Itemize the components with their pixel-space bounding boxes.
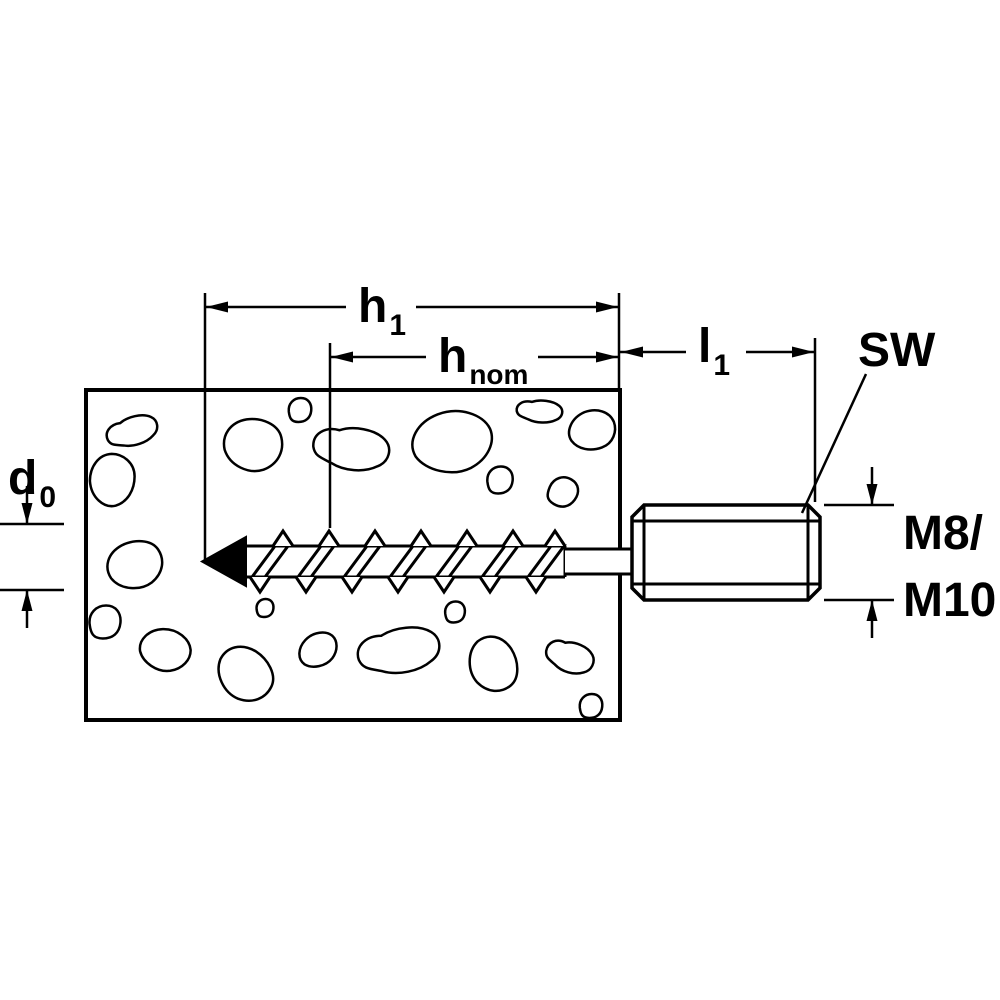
dimension-label-m8: M8/ [903,507,983,560]
thread-crest-top [543,528,567,547]
dimension-label-l1: l1 [698,320,730,382]
thread-crest-top [271,528,295,547]
l1-arrow-right [792,346,814,358]
thread-crest-top [317,528,341,547]
sw-leader-line [800,373,868,514]
thread-crest-top [363,528,387,547]
thread-crest-bottom [386,576,410,595]
right-annotations [800,373,894,638]
m-arrow-bottom [866,600,878,621]
thread-crest-top [501,528,525,547]
aggregate-stone [287,396,313,424]
dimension-label-hnom: hnom [438,330,528,390]
screw-shank-body [565,549,633,574]
dimension-label-m10: M10 [903,574,996,627]
l1-arrow-left [621,346,643,358]
thread-crest-bottom [432,576,456,595]
thread-crest-top [409,528,433,547]
thread-crest-top [455,528,479,547]
thread-crest-bottom [478,576,502,595]
aggregate-stone [88,604,122,640]
dimension-label-sw: SW [858,324,936,377]
m-arrow-top [866,484,878,505]
aggregate-stone [444,600,466,624]
coupling-outline [630,503,822,602]
dimension-label-h1: h1 [358,280,406,342]
dimension-label-d0: d0 [8,452,56,514]
thread-crest-bottom [294,576,318,595]
d0-arrow-top [21,503,33,524]
hnom-arrow-right [596,351,618,363]
h1-arrow-right [596,301,618,313]
aggregate-stone [578,692,604,720]
h1-arrow-left [206,301,228,313]
aggregate-stone [486,465,514,495]
thread-crest-bottom [248,576,272,595]
concrete-screw [199,528,633,595]
thread-crest-bottom [524,576,548,595]
screw-tip [199,535,247,588]
dimension-lines [0,293,817,628]
screw-thread [248,528,567,595]
aggregate-stone [222,417,284,473]
aggregate-stone [255,598,275,618]
hnom-arrow-left [331,351,353,363]
hex-coupling [630,503,822,602]
thread-crest-bottom [340,576,364,595]
d0-arrow-bottom [21,590,33,611]
dimension-labels: d0 h1 hnom l1 SW M8/ M10 [8,280,996,627]
